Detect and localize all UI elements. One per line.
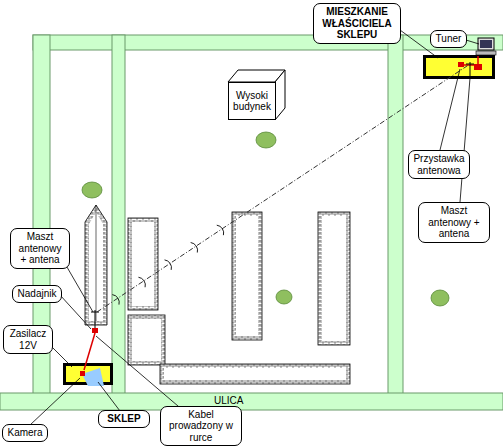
callout-text: Przystawka antenowa — [413, 153, 465, 176]
callout-text: Tuner — [436, 33, 462, 45]
callout-text: MIESZKANIE WŁAŚCICIELA SKLEPU — [318, 6, 396, 41]
callout-text: Maszt antenowy + antena — [423, 205, 485, 240]
callout-box: Kabel prowadzony w rurce — [160, 406, 242, 447]
callout-text: Wysoki budynek — [233, 90, 271, 113]
callout-text: Nadajnik — [18, 288, 57, 300]
owner-apartment — [423, 55, 495, 79]
callout-box: Przystawka antenowa — [408, 150, 470, 179]
callout-box: Maszt antenowy + antena — [10, 228, 70, 269]
radio-link — [97, 64, 470, 312]
monitor-icon — [476, 38, 496, 55]
antenna-mast — [91, 62, 474, 330]
callout-text: Kabel prowadzony w rurce — [165, 409, 237, 444]
tree — [82, 132, 449, 306]
tall-building — [228, 70, 285, 120]
callout-box: Tuner — [430, 30, 467, 48]
cable — [84, 333, 95, 370]
building-label-box: Wysoki budynek — [228, 82, 276, 120]
callout-box: Kamera — [2, 424, 48, 442]
callout-text: Kamera — [7, 427, 42, 439]
street-name: ULICA — [212, 395, 245, 406]
callout-box: MIESZKANIE WŁAŚCICIELA SKLEPU — [313, 3, 401, 44]
callout-text: Maszt antenowy + antena — [15, 231, 65, 266]
callout-box: Maszt antenowy + antena — [418, 202, 490, 243]
transmitter — [92, 328, 98, 333]
street — [0, 35, 503, 410]
callout-box: Zasilacz 12V — [3, 325, 53, 354]
leader-line — [30, 30, 479, 425]
callout-box: SKLEP — [98, 410, 150, 428]
callout-text: SKLEP — [107, 413, 140, 425]
radio-waves — [112, 224, 225, 305]
callout-box: Nadajnik — [12, 285, 62, 303]
shop — [63, 363, 113, 386]
callout-text: Zasilacz 12V — [8, 328, 48, 351]
